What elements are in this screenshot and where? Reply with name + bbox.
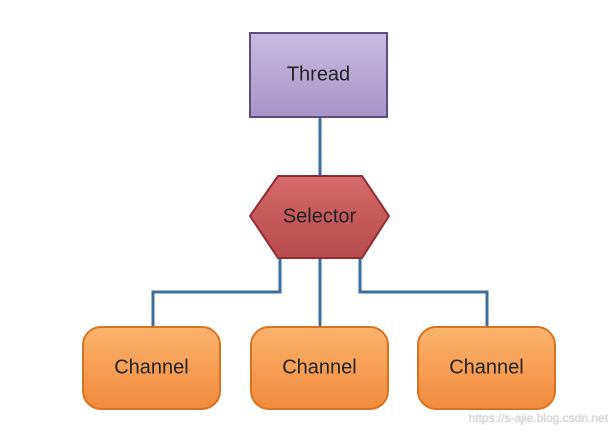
channel-label: Channel (449, 356, 524, 378)
selector-node: Selector (248, 175, 391, 259)
thread-box (249, 32, 388, 118)
selector-label: Selector (283, 205, 357, 227)
edge-selector-channel-3 (358, 258, 489, 328)
channel-label: Channel (114, 356, 189, 378)
thread-node: Thread (249, 32, 388, 118)
channel-node-2: Channel (250, 326, 389, 410)
channel-box (82, 326, 221, 410)
thread-label: Thread (287, 63, 350, 85)
selector-hexagon (248, 175, 391, 259)
channel-node-1: Channel (82, 326, 221, 410)
edge-selector-channel-1 (151, 258, 282, 328)
watermark-text: https://s-ajie.blog.csdn.net (468, 411, 608, 425)
channel-box (417, 326, 556, 410)
channel-node-3: Channel (417, 326, 556, 410)
channel-box (250, 326, 389, 410)
channel-label: Channel (282, 356, 357, 378)
edges (151, 117, 489, 328)
